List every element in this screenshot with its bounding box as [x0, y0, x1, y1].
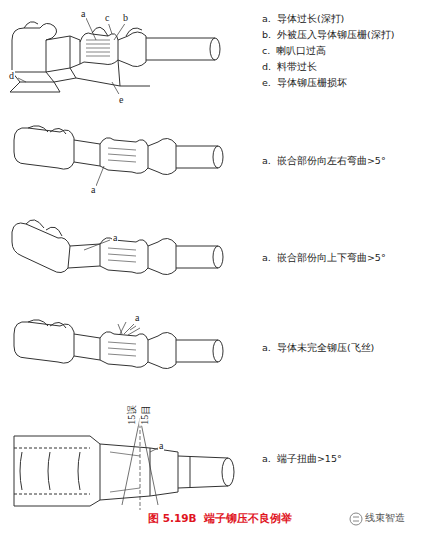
callout-letter: a [90, 184, 96, 196]
defect-note: a. 嵌合部份向上下弯曲>5° [262, 253, 386, 264]
callout-letter: c [104, 12, 110, 24]
terminal-figure-1 [10, 18, 220, 96]
callout-letter: a [134, 312, 140, 324]
watermark: 线束智造 [365, 512, 405, 524]
callout-letter: e [118, 94, 124, 106]
defect-note: a. 导体未完全铆压(飞丝) [262, 343, 374, 354]
callout-letter: d [8, 70, 15, 82]
terminal-figure-4 [14, 320, 223, 369]
terminal-figure-5 [14, 418, 234, 510]
defect-note: d. 料带过长 [262, 62, 317, 73]
dimension-value: 15 [126, 414, 138, 426]
callout-letter: a [80, 8, 86, 20]
watermark-icon [350, 513, 362, 525]
figure-caption: 图 5.19B 端子铆压不良例举 [148, 512, 292, 524]
defect-note: a. 嵌合部份向左右弯曲>5° [262, 156, 386, 167]
defect-note: a. 导体过长(深打) [262, 14, 344, 25]
callout-letter: a [112, 232, 118, 244]
defect-note: c. 喇叭口过高 [262, 46, 326, 57]
callout-letter: b [122, 12, 129, 24]
terminal-figure-3 [12, 220, 223, 275]
callout-letter: a [158, 440, 164, 452]
dimension-value: 15 [139, 414, 151, 426]
defect-note: a. 端子扭曲>15° [262, 454, 342, 465]
terminal-figure-2 [14, 126, 223, 186]
defect-note: e. 导体铆压栅损坏 [262, 78, 347, 89]
defect-note: b. 外被压入导体铆压栅(深打) [262, 30, 395, 41]
